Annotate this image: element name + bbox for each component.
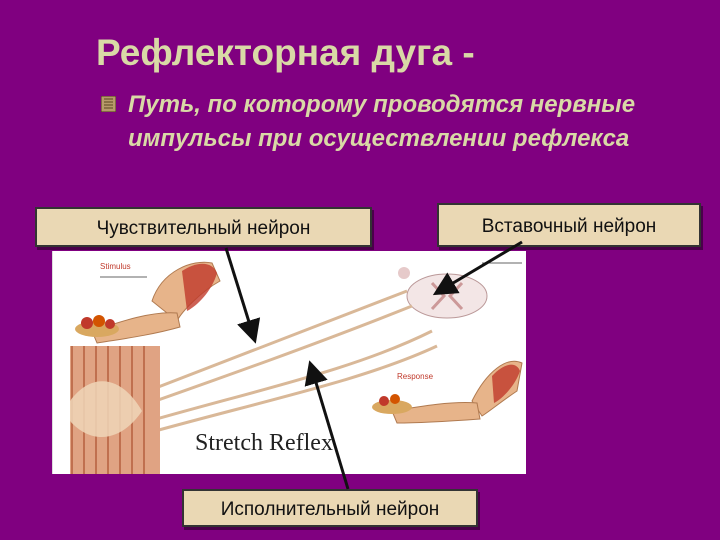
stimulus-tag: Stimulus bbox=[100, 262, 131, 271]
slide-title: Рефлекторная дуга - bbox=[96, 32, 475, 73]
bullet-text: Путь, по которому проводятся нервные имп… bbox=[128, 91, 636, 152]
stretch-reflex-illustration: Stimulus bbox=[52, 251, 526, 474]
reflex-drawing: Stimulus bbox=[52, 251, 523, 474]
response-tag: Response bbox=[397, 372, 434, 381]
upper-arm-drawing: Stimulus bbox=[75, 261, 221, 344]
muscle-drawing bbox=[52, 251, 160, 474]
interneuron-label: Вставочный нейрон bbox=[437, 203, 701, 247]
stretch-reflex-caption: Stretch Reflex bbox=[195, 430, 333, 456]
bullet-icon bbox=[101, 96, 116, 112]
lower-arm-drawing: Response bbox=[372, 360, 523, 424]
sensory-neuron-label: Чувствительный нейрон bbox=[35, 207, 372, 247]
spinal-cord-drawing bbox=[398, 262, 522, 319]
motor-neuron-label: Исполнительный нейрон bbox=[182, 489, 478, 527]
